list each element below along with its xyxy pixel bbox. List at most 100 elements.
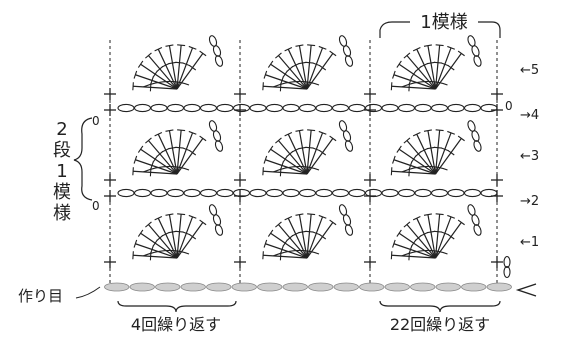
dc-stitch xyxy=(265,74,308,90)
dc-cap xyxy=(392,239,396,248)
single-crochet-mark xyxy=(234,104,246,116)
chain-oval xyxy=(214,140,224,152)
foundation-stitch xyxy=(486,282,512,292)
dc-bar xyxy=(408,168,410,177)
dc-bar xyxy=(156,234,164,241)
chain-stitch xyxy=(381,188,399,198)
dc-stitch xyxy=(277,55,308,90)
dc-stitch xyxy=(391,85,436,90)
dc-stitch xyxy=(398,63,436,90)
dc-cap xyxy=(307,44,316,47)
dc-cap xyxy=(263,70,268,79)
dc-cap xyxy=(435,44,444,47)
dc-cap xyxy=(396,229,402,237)
dc-cap xyxy=(392,70,396,79)
chain-stitch xyxy=(298,188,317,198)
dc-stitch xyxy=(168,214,178,259)
dc-cap xyxy=(177,129,186,132)
dc-bar xyxy=(408,245,413,254)
left-label-char-3: 1 xyxy=(56,161,67,182)
dc-stitch xyxy=(287,133,308,175)
dc-cap xyxy=(447,130,455,135)
shell-r1-c3 xyxy=(390,35,482,92)
dc-bar xyxy=(156,150,164,157)
dc-bar xyxy=(318,233,327,240)
single-crochet-mark xyxy=(234,174,246,186)
chain-stitch xyxy=(480,188,498,198)
dc-cap xyxy=(284,46,293,52)
dc-bar xyxy=(156,65,164,72)
dc-bar xyxy=(152,239,158,247)
foundation-label: 作り目 xyxy=(18,287,63,305)
dc-bar xyxy=(318,149,327,156)
dc-cap xyxy=(199,219,207,226)
dc-bar xyxy=(150,76,154,85)
dc-cap xyxy=(267,229,274,237)
dc-stitch xyxy=(140,232,178,259)
dc-cap xyxy=(284,215,293,221)
dc-stitch xyxy=(306,216,324,259)
dc-cap xyxy=(318,45,327,50)
dc-cap xyxy=(295,213,304,216)
foundation-stitch xyxy=(257,282,283,292)
row-label-3: ←3 xyxy=(520,149,539,164)
chain-stitch xyxy=(480,103,498,113)
dc-stitch xyxy=(176,53,204,90)
dc-bar xyxy=(414,150,422,157)
dc-stitch xyxy=(176,214,182,259)
left-label-char-5: 様 xyxy=(53,203,71,224)
dc-stitch xyxy=(306,132,324,175)
shell-r2-c2 xyxy=(262,120,354,177)
dc-bar xyxy=(282,155,288,163)
dc-stitch xyxy=(393,159,436,175)
dc-stitch xyxy=(306,47,324,90)
dc-cap xyxy=(199,135,207,142)
dc-cap xyxy=(188,214,197,219)
dc-cap xyxy=(188,130,197,135)
dc-bar xyxy=(282,70,288,78)
chain-stitch xyxy=(315,103,333,113)
dc-cap xyxy=(447,214,455,219)
dc-cap xyxy=(263,239,268,248)
dc-stitch xyxy=(157,48,178,90)
dc-bar xyxy=(312,231,321,236)
dc-stitch xyxy=(434,216,452,259)
foundation-chain xyxy=(104,282,512,292)
dc-stitch xyxy=(277,140,308,175)
dc-bar xyxy=(426,146,435,150)
dc-bar xyxy=(168,61,177,65)
dc-cap xyxy=(390,82,393,91)
dc-cap xyxy=(435,129,444,132)
dc-cap xyxy=(165,129,174,132)
dc-stitch xyxy=(270,232,308,259)
dc-bar xyxy=(282,239,288,247)
dc-cap xyxy=(154,46,163,52)
chain-oval xyxy=(214,224,224,236)
dc-stitch xyxy=(298,45,308,90)
dc-bar xyxy=(410,239,417,247)
dc-bar xyxy=(175,61,184,64)
dc-stitch xyxy=(391,254,436,259)
dc-cap xyxy=(262,251,264,260)
single-crochet-mark xyxy=(491,174,503,186)
dc-cap xyxy=(137,229,144,237)
dc-stitch xyxy=(393,74,436,90)
chain-stitch xyxy=(199,188,218,198)
foundation-stitch xyxy=(155,282,181,292)
dc-bar xyxy=(420,147,429,153)
dc-cap xyxy=(137,60,144,68)
chain-row-2 xyxy=(117,188,498,198)
dc-stitch xyxy=(270,63,308,90)
chain-stitch xyxy=(298,103,317,113)
dc-bar xyxy=(305,61,314,64)
dc-cap xyxy=(137,145,144,153)
single-crochet-mark xyxy=(104,88,116,100)
dc-cap xyxy=(423,129,432,132)
dc-bar xyxy=(426,61,435,65)
foundation-stitch xyxy=(282,282,308,292)
dc-bar xyxy=(447,64,455,71)
single-crochet-mark xyxy=(104,174,116,186)
dc-stitch xyxy=(135,159,178,175)
chain-oval xyxy=(473,55,482,67)
chain-stitch xyxy=(331,103,350,113)
